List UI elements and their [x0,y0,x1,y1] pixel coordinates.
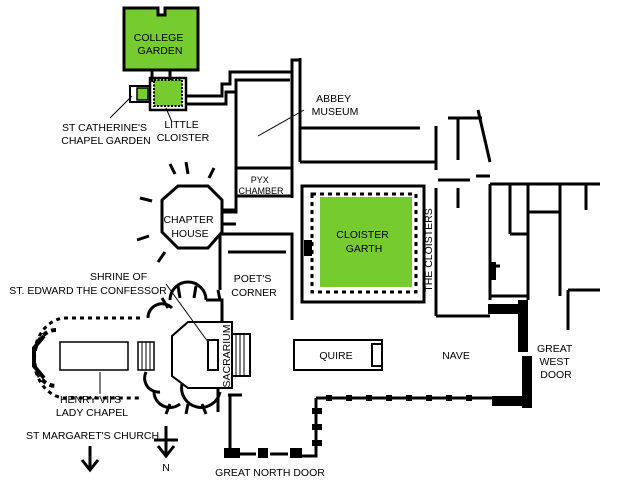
north-label: N [162,462,170,474]
poets-corner-walls [218,232,294,320]
chapter-house-label: CHAPTER HOUSE [163,214,216,240]
apse-chapel-ribs [160,285,222,415]
little-cloister-garden [153,79,183,107]
nave-label: NAVE [442,350,470,362]
st-catherines-garden [136,87,149,101]
quire-stalls [293,339,383,371]
shrine-of-st-edward [207,339,219,371]
great-west-door-label: GREAT WEST DOOR [537,343,575,381]
henry-vii-lady-chapel [32,316,155,400]
cloister-garth [300,184,426,304]
abbey-museum-range [218,58,492,220]
sacrarium [165,283,251,389]
little-cloister-label: LITTLE CLOISTER [157,119,210,144]
poets-corner-label: POET'S CORNER [231,273,277,299]
the-cloisters-range [434,182,600,330]
cloister-garth-green [320,197,412,287]
south-arrow-icon [80,446,100,473]
sacrarium-label: SACRARIUM [221,324,233,387]
apse-chapels [143,280,242,440]
st-margarets-label: ST MARGARET'S CHURCH [26,430,159,442]
pyx-chamber-label: PYX CHAMBER [238,175,284,196]
cloister-garth-label: CLOISTER GARTH [336,229,391,255]
abbey-museum-label: ABBEY MUSEUM [312,93,359,118]
great-west-door-walls [488,262,532,408]
the-cloisters-label: THE CLOISTERS [423,208,435,291]
nave-north-buttresses [224,395,472,458]
st-catherines-label: ST CATHERINE'S CHAPEL GARDEN [61,122,150,147]
college-garden-area [122,6,300,112]
nave-north-wall [228,396,492,458]
quire-label: QUIRE [319,350,352,362]
great-north-door-label: GREAT NORTH DOOR [215,467,325,479]
shrine-label: SHRINE OF ST. EDWARD THE CONFESSOR [9,271,167,297]
north-compass-icon [154,426,178,459]
college-garden-label: COLLEGE GARDEN [134,32,187,57]
chapter-house [136,161,236,263]
henry-vii-label: HENRY VII'S LADY CHAPEL [56,394,128,419]
